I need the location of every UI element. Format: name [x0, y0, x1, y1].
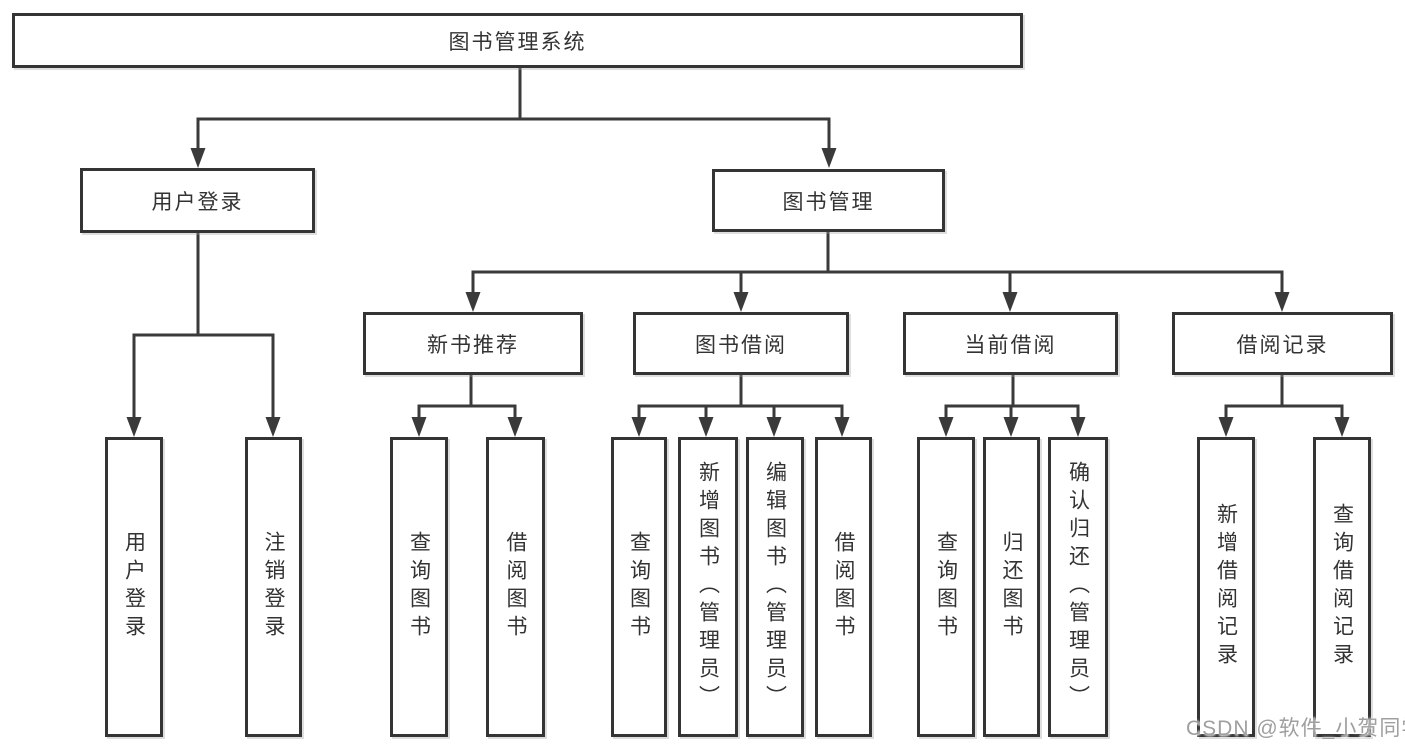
node-current-borrow: 当前借阅: [903, 312, 1118, 375]
leaf-current-query-books: 查询图书: [917, 437, 975, 737]
node-book-management: 图书管理: [712, 169, 945, 232]
leaf-borrow-edit-books-admin: 编辑图书（管理员）: [746, 437, 804, 737]
leaf-current-confirm-return-admin-label: 确认归还（管理员）: [1066, 461, 1090, 713]
node-book-borrow: 图书借阅: [633, 312, 849, 375]
leaf-newrec-query-books-label: 查询图书: [407, 531, 431, 643]
node-user-login-label: 用户登录: [151, 190, 244, 214]
connector-book-mgmt: [465, 232, 1290, 312]
node-new-book-recommend-label: 新书推荐: [427, 333, 519, 357]
leaf-newrec-borrow-books: 借阅图书: [486, 437, 545, 737]
node-user-login: 用户登录: [80, 168, 315, 233]
leaf-user-login-label: 用户登录: [122, 531, 146, 643]
leaf-newrec-borrow-books-label: 借阅图书: [504, 531, 527, 643]
leaf-current-query-books-label: 查询图书: [934, 531, 958, 643]
node-book-management-label: 图书管理: [782, 190, 875, 214]
leaf-current-return-books: 归还图书: [983, 437, 1040, 737]
leaf-borrow-borrow-books-label: 借阅图书: [832, 531, 855, 643]
connector-user-login: [126, 233, 281, 437]
leaf-borrow-borrow-books: 借阅图书: [815, 437, 872, 737]
connector-root: [190, 68, 837, 168]
node-root: 图书管理系统: [12, 13, 1023, 68]
connector-new-book-rec: [411, 375, 523, 437]
leaf-borrow-query-books-label: 查询图书: [627, 531, 651, 643]
leaf-records-query-record-label: 查询借阅记录: [1330, 503, 1354, 671]
csdn-watermark: CSDN @软件_小贺同学: [1186, 717, 1405, 740]
node-new-book-recommend: 新书推荐: [363, 312, 583, 375]
node-book-borrow-label: 图书借阅: [695, 333, 787, 357]
node-current-borrow-label: 当前借阅: [964, 333, 1057, 357]
leaf-borrow-query-books: 查询图书: [611, 437, 667, 737]
leaf-records-query-record: 查询借阅记录: [1313, 437, 1371, 737]
leaf-records-add-record-label: 新增借阅记录: [1214, 503, 1238, 671]
leaf-borrow-add-books-admin: 新增图书（管理员）: [678, 437, 738, 737]
connector-book-borrow: [631, 375, 850, 437]
node-root-label: 图书管理系统: [448, 30, 587, 54]
node-borrow-records-label: 借阅记录: [1236, 333, 1329, 357]
leaf-borrow-edit-books-admin-label: 编辑图书（管理员）: [763, 461, 787, 713]
leaf-current-return-books-label: 归还图书: [1000, 531, 1023, 643]
connector-borrow-records: [1218, 375, 1350, 437]
leaf-borrow-add-books-admin-label: 新增图书（管理员）: [696, 461, 720, 713]
node-borrow-records: 借阅记录: [1172, 312, 1393, 375]
connector-current-borrow: [938, 375, 1086, 437]
leaf-current-confirm-return-admin: 确认归还（管理员）: [1048, 437, 1108, 737]
leaf-newrec-query-books: 查询图书: [390, 437, 448, 737]
leaf-user-login: 用户登录: [105, 437, 163, 737]
leaf-records-add-record: 新增借阅记录: [1197, 437, 1255, 737]
leaf-logout: 注销登录: [245, 437, 302, 737]
leaf-logout-label: 注销登录: [262, 531, 285, 643]
